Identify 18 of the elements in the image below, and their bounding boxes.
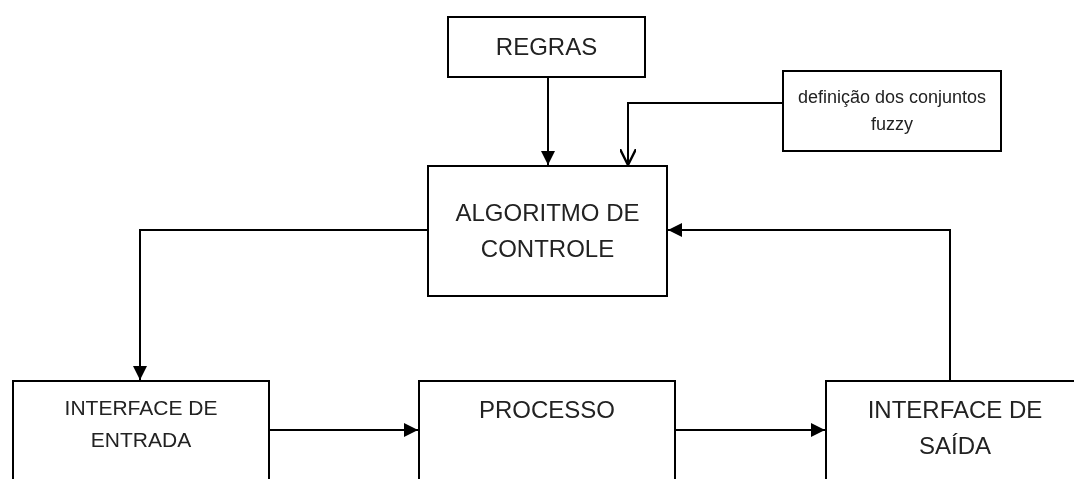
process-box <box>782 70 1002 152</box>
process-box <box>447 16 646 78</box>
box-label: INTERFACE DE ENTRADA <box>63 395 219 453</box>
box-label: definição dos conjuntos fuzzy <box>797 86 987 136</box>
arrow <box>667 223 951 381</box>
box-label: PROCESSO <box>479 395 615 425</box>
process-box <box>12 380 270 479</box>
box-label: REGRAS <box>495 32 598 62</box>
box-label: ALGORITMO DE CONTROLE <box>454 198 641 264</box>
process-box <box>825 380 1074 479</box>
arrow <box>133 229 428 381</box>
box-label: INTERFACE DE SAÍDA <box>866 395 1044 461</box>
arrow <box>675 423 826 437</box>
process-box <box>418 380 676 479</box>
arrow <box>541 77 555 166</box>
arrow <box>618 102 783 167</box>
arrow <box>269 423 419 437</box>
process-box <box>427 165 668 297</box>
